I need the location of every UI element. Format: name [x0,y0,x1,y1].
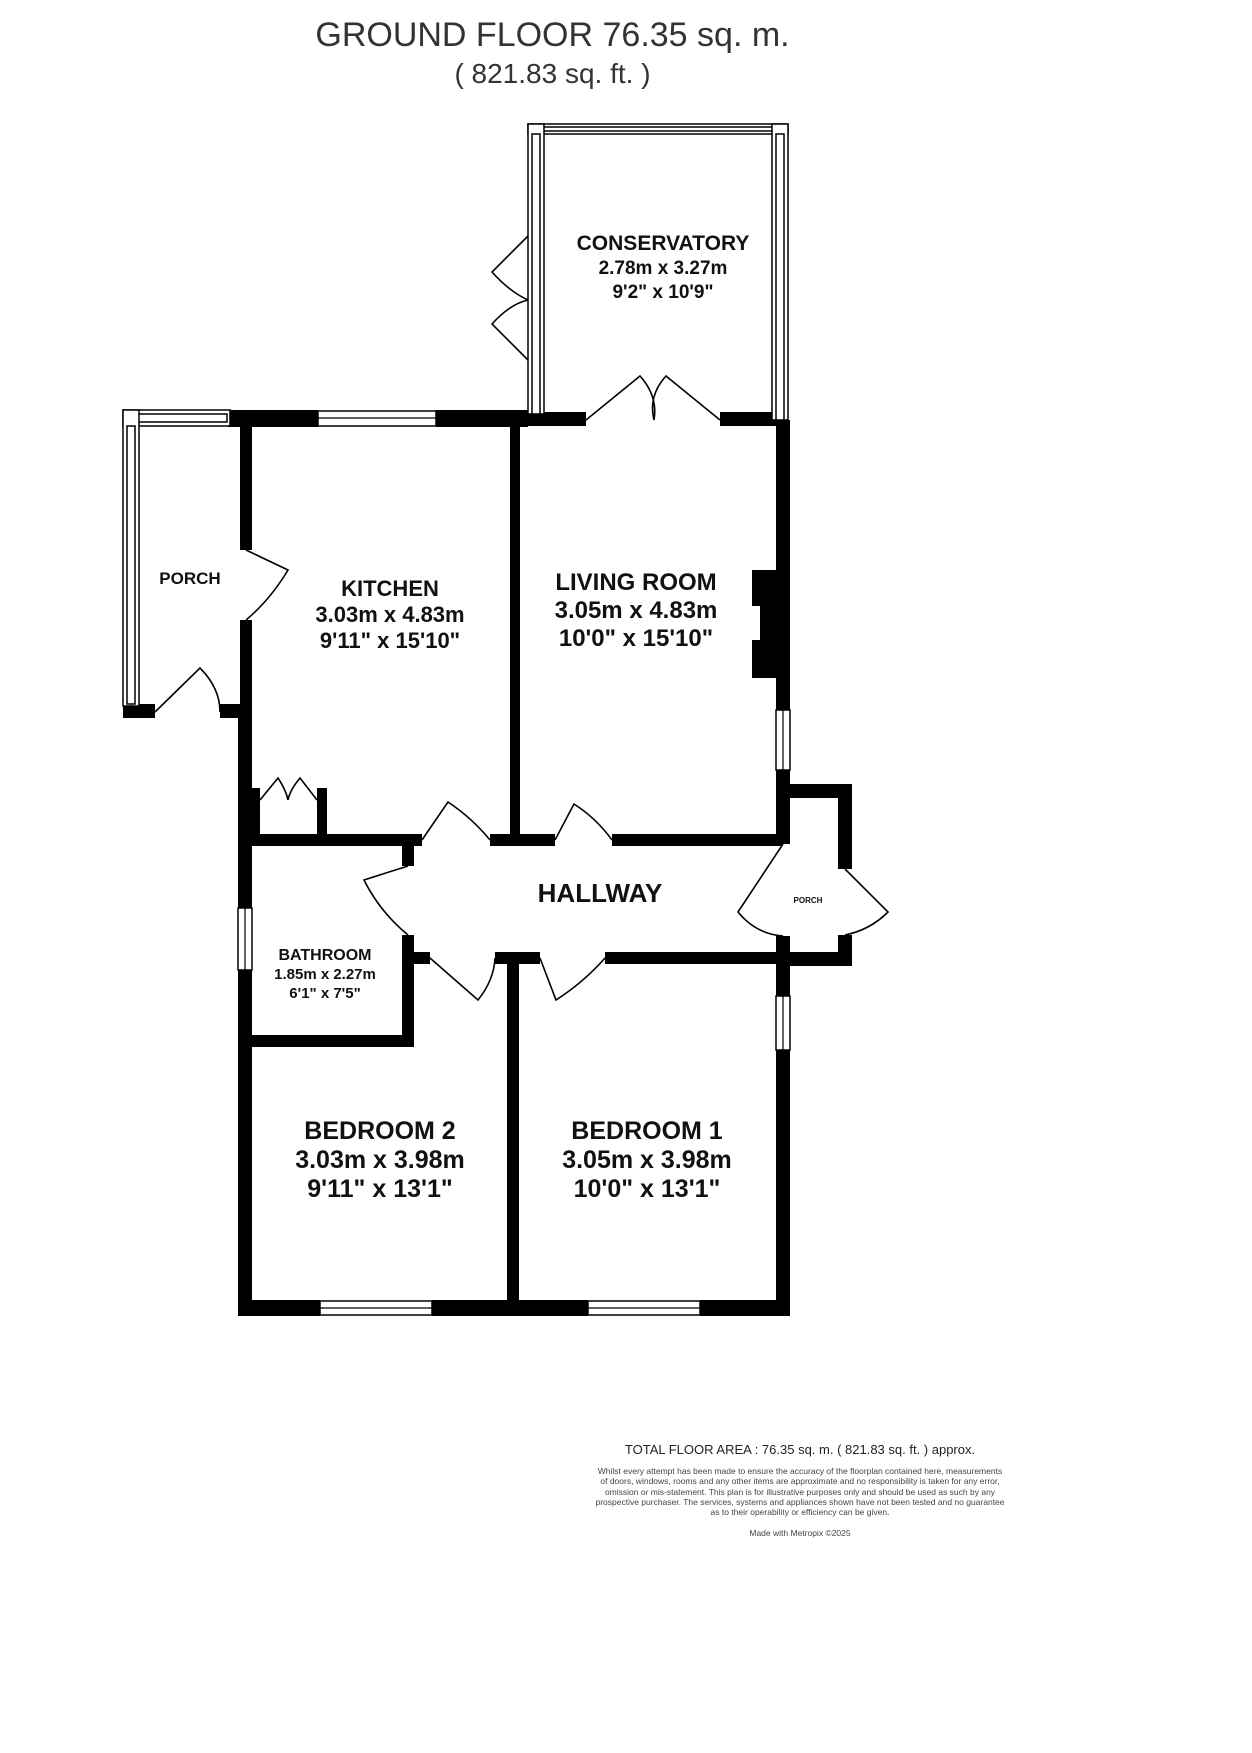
conservatory-label: CONSERVATORY [577,232,750,255]
walls [123,410,852,1316]
kitchen-imperial: 9'11" x 15'10" [320,628,460,653]
bedroom-1-label: BEDROOM 1 [571,1117,723,1145]
conservatory-metric: 2.78m x 3.27m [599,258,728,279]
floor-subtitle: ( 821.83 sq. ft. ) [454,58,651,89]
disclaimer-line: Whilst every attempt has been made to en… [597,1466,1003,1476]
total-floor-area: TOTAL FLOOR AREA : 76.35 sq. m. ( 821.83… [624,1442,976,1457]
bathroom-label: BATHROOM [278,947,371,964]
living-room-label: LIVING ROOM [555,569,716,596]
bedroom-2-metric: 3.03m x 3.98m [295,1146,465,1174]
made-with-credit: Made with Metropix ©2025 [749,1528,851,1538]
windows [122,123,791,1316]
room-labels: CONSERVATORY 2.78m x 3.27m 9'2" x 10'9" … [159,232,822,1203]
doors [154,235,890,1002]
disclaimer-line: prospective purchaser. The services, sys… [595,1496,1005,1507]
floor-title: GROUND FLOOR 76.35 sq. m. [315,16,790,54]
living-room-metric: 3.05m x 4.83m [555,597,718,624]
disclaimer-line: omission or mis-statement. This plan is … [604,1486,996,1497]
porch-west-label: PORCH [159,569,220,588]
bedroom-1-imperial: 10'0" x 13'1" [574,1175,721,1203]
bathroom-imperial: 6'1" x 7'5" [289,985,360,1002]
conservatory-imperial: 9'2" x 10'9" [612,282,713,303]
bedroom-1-metric: 3.05m x 3.98m [562,1146,732,1174]
hallway-label: HALLWAY [538,878,663,908]
disclaimer: Whilst every attempt has been made to en… [545,1466,1055,1517]
bedroom-2-imperial: 9'11" x 13'1" [307,1175,452,1203]
porch-east-label: PORCH [794,896,823,905]
disclaimer-line: of doors, windows, rooms and any other i… [600,1476,1000,1487]
disclaimer-line: as to their operability or efficiency ca… [710,1507,890,1518]
living-room-imperial: 10'0" x 15'10" [559,625,713,652]
kitchen-label: KITCHEN [341,576,439,601]
kitchen-metric: 3.03m x 4.83m [315,602,464,627]
bedroom-2-label: BEDROOM 2 [304,1117,455,1145]
bathroom-metric: 1.85m x 2.27m [274,966,376,983]
